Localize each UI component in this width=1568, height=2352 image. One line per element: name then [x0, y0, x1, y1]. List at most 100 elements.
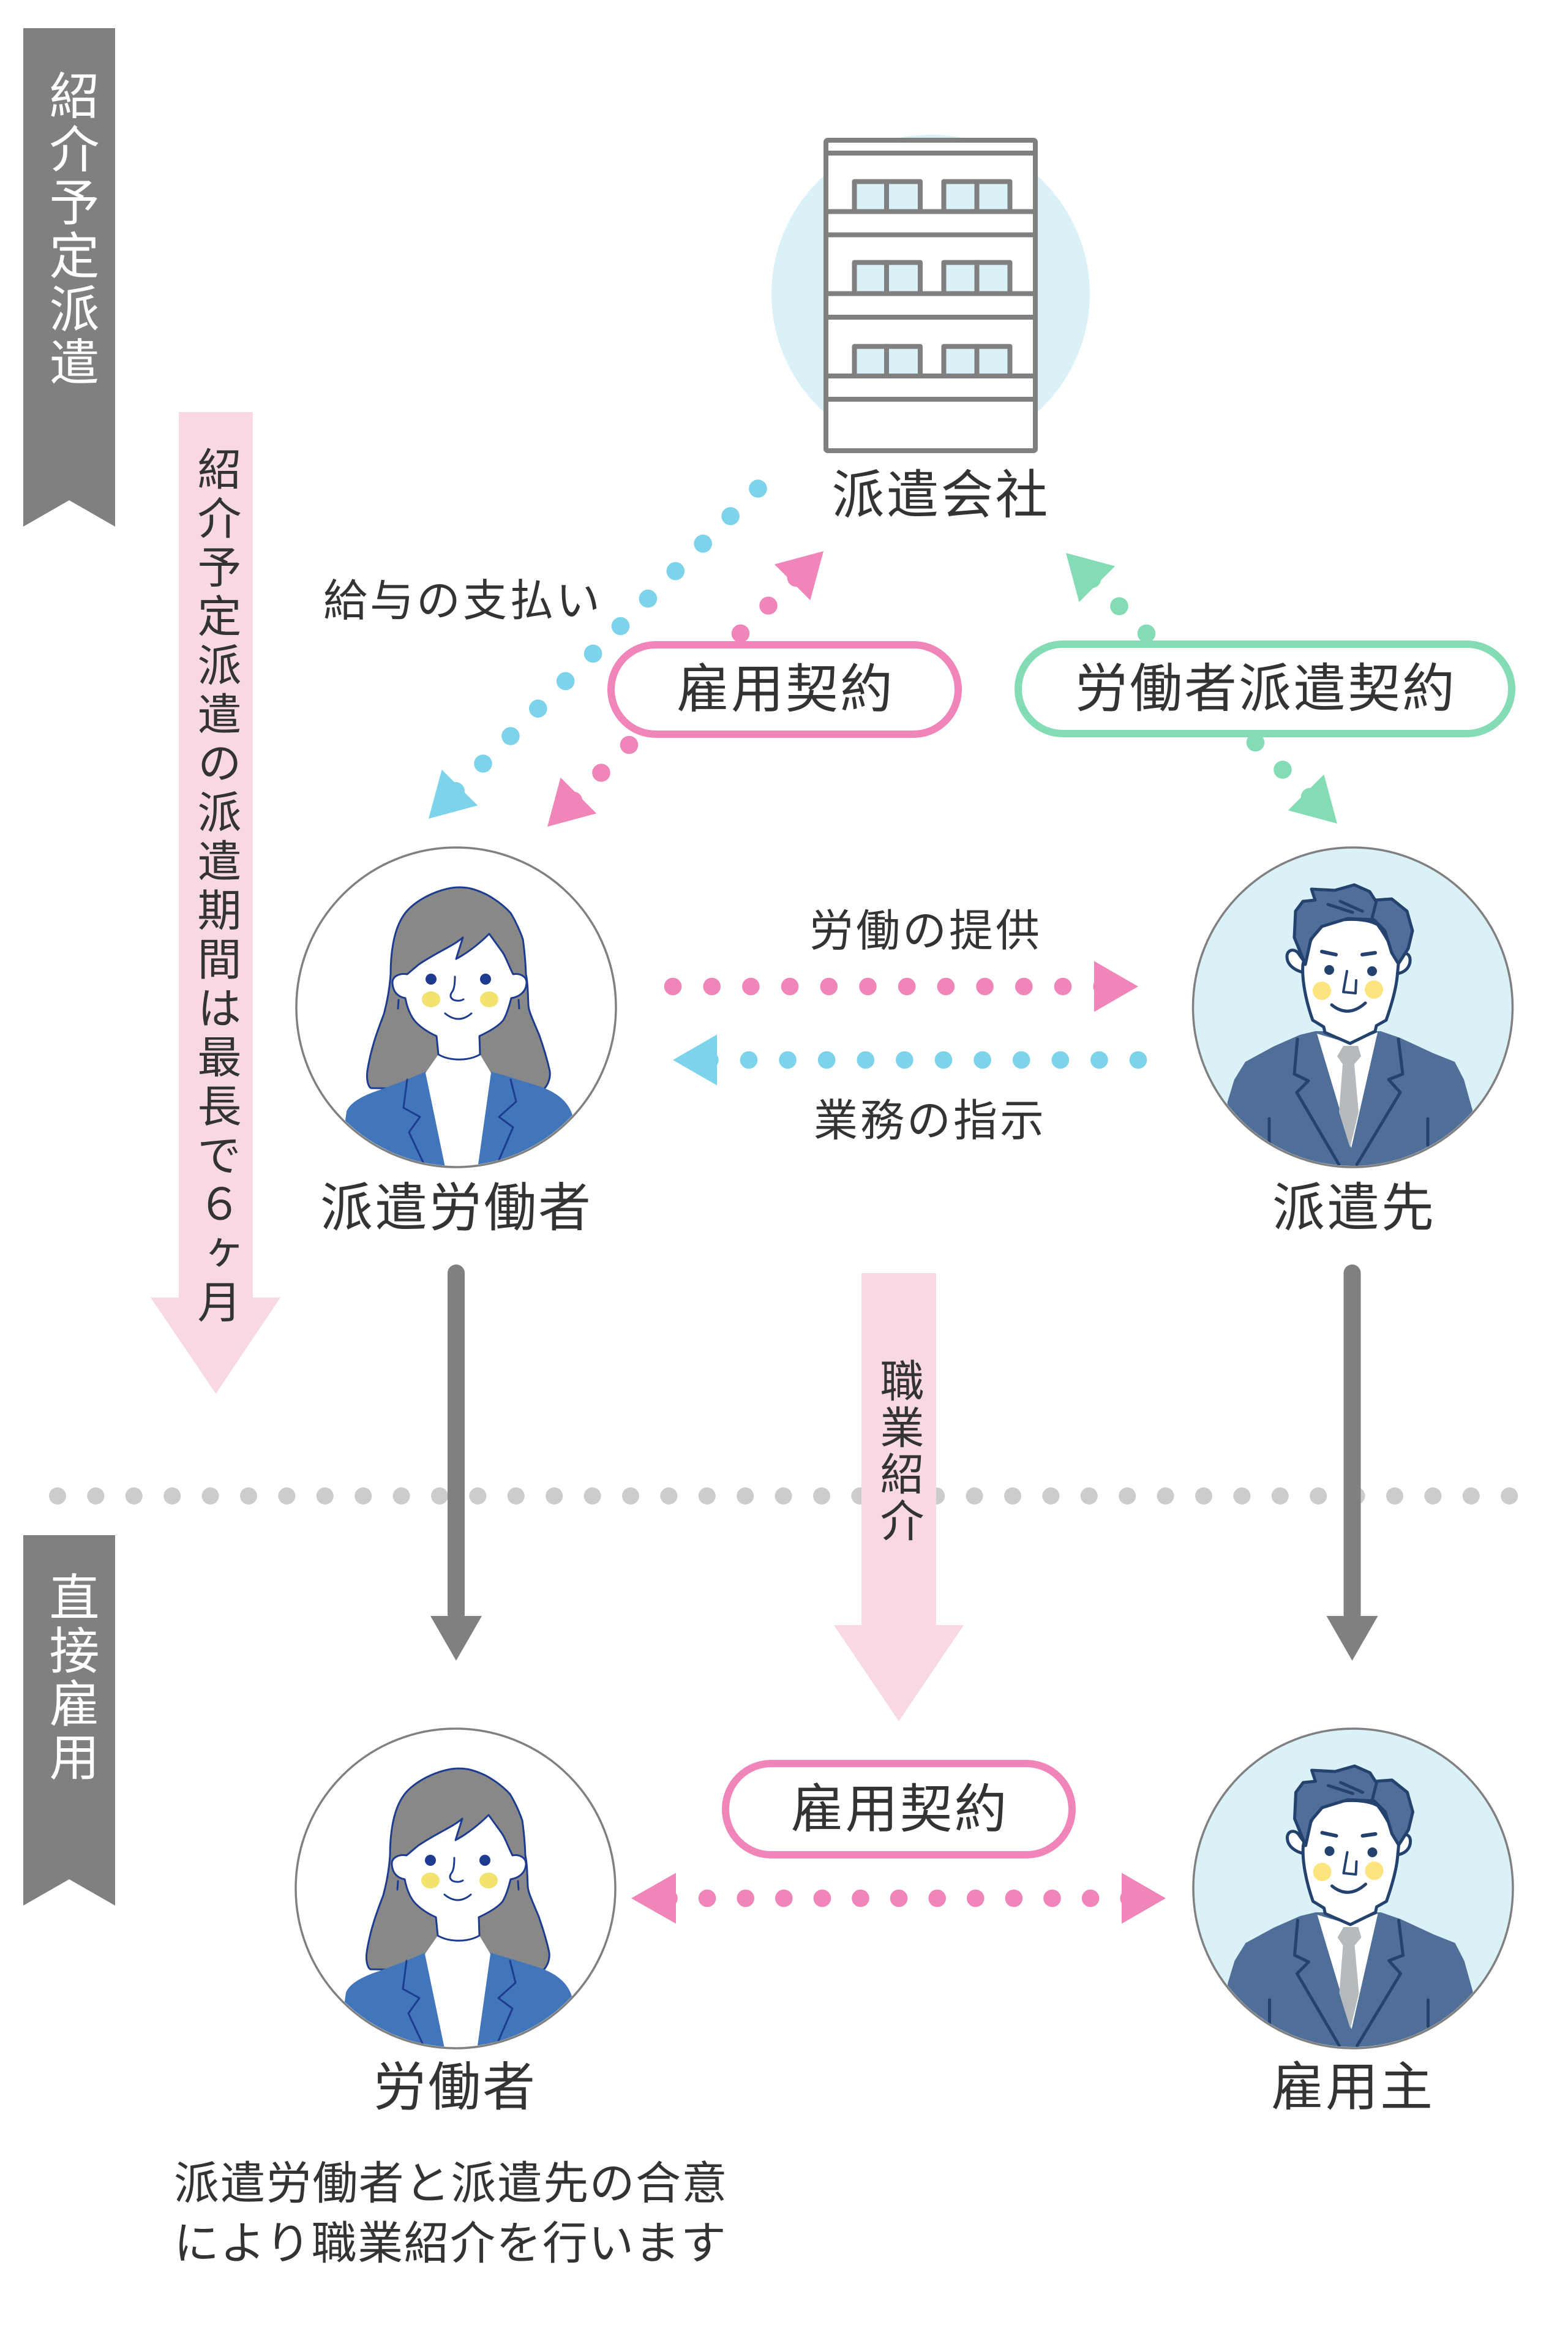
direct-employment-contract-dotted-line [660, 1889, 1138, 1907]
direct-employment-contract-dot [852, 1889, 869, 1907]
labor-provision-dotted-line [664, 977, 1111, 996]
direct-employment-contract-dot [928, 1889, 946, 1907]
worker-transition-arrow [430, 1264, 482, 1661]
phase-divider-dot [354, 1487, 372, 1505]
phase-divider-dot [125, 1487, 143, 1505]
job-placement-arrow [834, 1273, 964, 1721]
arrow-shaft [448, 1264, 465, 1623]
arrowhead [1326, 1616, 1378, 1661]
worker-dispatch-contract-label: 労働者派遣契約 [1075, 658, 1457, 720]
labor-provision-dot [703, 977, 721, 996]
salary-payment-dot [666, 562, 685, 580]
labor-provision-dot [976, 977, 994, 996]
work-instruction-dot [934, 1051, 953, 1069]
labor-provision-label: 労働の提供 [809, 905, 1042, 956]
client-company-node [1191, 846, 1514, 1182]
arrow-shaft [1343, 1264, 1361, 1623]
work-instruction-dotted-line [701, 1051, 1147, 1069]
phase-banner-temp-to-perm-label: 紹介予定派遣 [40, 70, 99, 389]
phase-divider-dot [316, 1487, 334, 1505]
employment-contract-arrowhead-up [774, 551, 823, 601]
labor-provision-dot [898, 977, 916, 996]
direct-employment-contract-dot [775, 1889, 793, 1907]
salary-payment-dot [694, 535, 712, 553]
phase-divider-dot [1080, 1487, 1098, 1505]
direct-employment-arrowhead-right [1122, 1873, 1166, 1924]
phase-divider-dot [1462, 1487, 1480, 1505]
worker-dispatch-contract-dot [1110, 597, 1128, 615]
phase-divider-dot [278, 1487, 296, 1505]
period-arrow-label: 紹介予定派遣の派遣期間は最長で６ヶ月 [190, 446, 241, 1328]
labor-provision-dot [1054, 977, 1072, 996]
phase-divider-dot [163, 1487, 181, 1505]
direct-employment-contract-dot [1043, 1889, 1061, 1907]
labor-provision-dot [781, 977, 799, 996]
salary-payment-dot [556, 672, 575, 691]
dispatched-worker-label: 派遣労働者 [320, 1178, 593, 1239]
work-instruction-dot [779, 1051, 797, 1069]
period-arrow [151, 412, 280, 1394]
phase-divider-dot [1233, 1487, 1251, 1505]
phase-divider-dot [1004, 1487, 1021, 1505]
phase-divider-dot [813, 1487, 830, 1505]
work-instruction-dot [740, 1051, 758, 1069]
phase-divider-dot [87, 1487, 105, 1505]
note-line-1: 派遣労働者と派遣先の合意 [174, 2157, 728, 2210]
salary-payment-dot [611, 617, 630, 636]
avatar-frame [295, 846, 617, 1168]
phase-divider-dot [660, 1487, 678, 1505]
phase-divider-dot [698, 1487, 716, 1505]
employment-contract-dot [592, 764, 610, 782]
work-instruction-dot [1090, 1051, 1108, 1069]
labor-provision-arrowhead [1094, 961, 1138, 1012]
phase-divider-dot [546, 1487, 563, 1505]
phase-divider-dot [775, 1487, 792, 1505]
employment-contract-label: 雇用契約 [677, 659, 895, 720]
worker-node [294, 1727, 617, 2063]
direct-employment-contract-pill [722, 1760, 1076, 1858]
phase-divider-dot [431, 1487, 448, 1505]
direct-employment-contract-dot [1081, 1889, 1100, 1907]
work-instruction-dot [973, 1051, 991, 1069]
phase-divider-dot [737, 1487, 754, 1505]
employment-contract-badge: 雇用契約 [607, 641, 962, 738]
phase-banner-direct-hire [23, 1535, 115, 1906]
work-instruction-dot [1129, 1051, 1147, 1069]
direct-employment-contract-badge: 雇用契約 [722, 1760, 1076, 1858]
worker-dispatch-contract-arrowhead-up [1066, 553, 1116, 603]
phase-divider-dot [1157, 1487, 1174, 1505]
salary-payment-dot [721, 507, 740, 525]
phase-divider-dot [240, 1487, 257, 1505]
employment-contract-dot [759, 596, 778, 615]
work-instruction-dot [1051, 1051, 1070, 1069]
salary-payment-dot [583, 644, 602, 663]
salary-payment-dot [501, 727, 520, 745]
dispatch-agency-label: 派遣会社 [832, 465, 1050, 526]
labor-provision-dot [1015, 977, 1033, 996]
phase-divider-dot [1310, 1487, 1327, 1505]
labor-provision-dot [742, 977, 760, 996]
dispatched-worker-node [295, 846, 617, 1182]
phase-divider-dot [1386, 1487, 1403, 1505]
worker-dispatch-contract-dot [1246, 733, 1265, 752]
note-line-2: により職業紹介を行います [174, 2217, 727, 2270]
direct-employment-contract-dot [698, 1889, 716, 1907]
phase-divider-dot [622, 1487, 639, 1505]
phase-divider-dot [392, 1487, 410, 1505]
phase-divider-dotted-line [49, 1487, 1518, 1505]
work-instruction-arrowhead [673, 1034, 717, 1086]
arrowhead [430, 1616, 482, 1661]
direct-employment-contract-label: 雇用契約 [791, 1779, 1009, 1840]
employer-transition-arrow [1326, 1264, 1378, 1661]
employment-contract-dot [620, 735, 639, 754]
avatar-frame [1192, 1727, 1514, 2050]
salary-payment-arrowhead [429, 769, 478, 819]
salary-payment-dotted-line [446, 479, 767, 800]
phase-divider-dot [1271, 1487, 1289, 1505]
avatar-frame [1191, 846, 1514, 1168]
labor-provision-dot [820, 977, 838, 996]
worker-label: 労働者 [373, 2057, 537, 2118]
work-instruction-label: 業務の指示 [814, 1095, 1046, 1146]
work-instruction-dot [1012, 1051, 1030, 1069]
